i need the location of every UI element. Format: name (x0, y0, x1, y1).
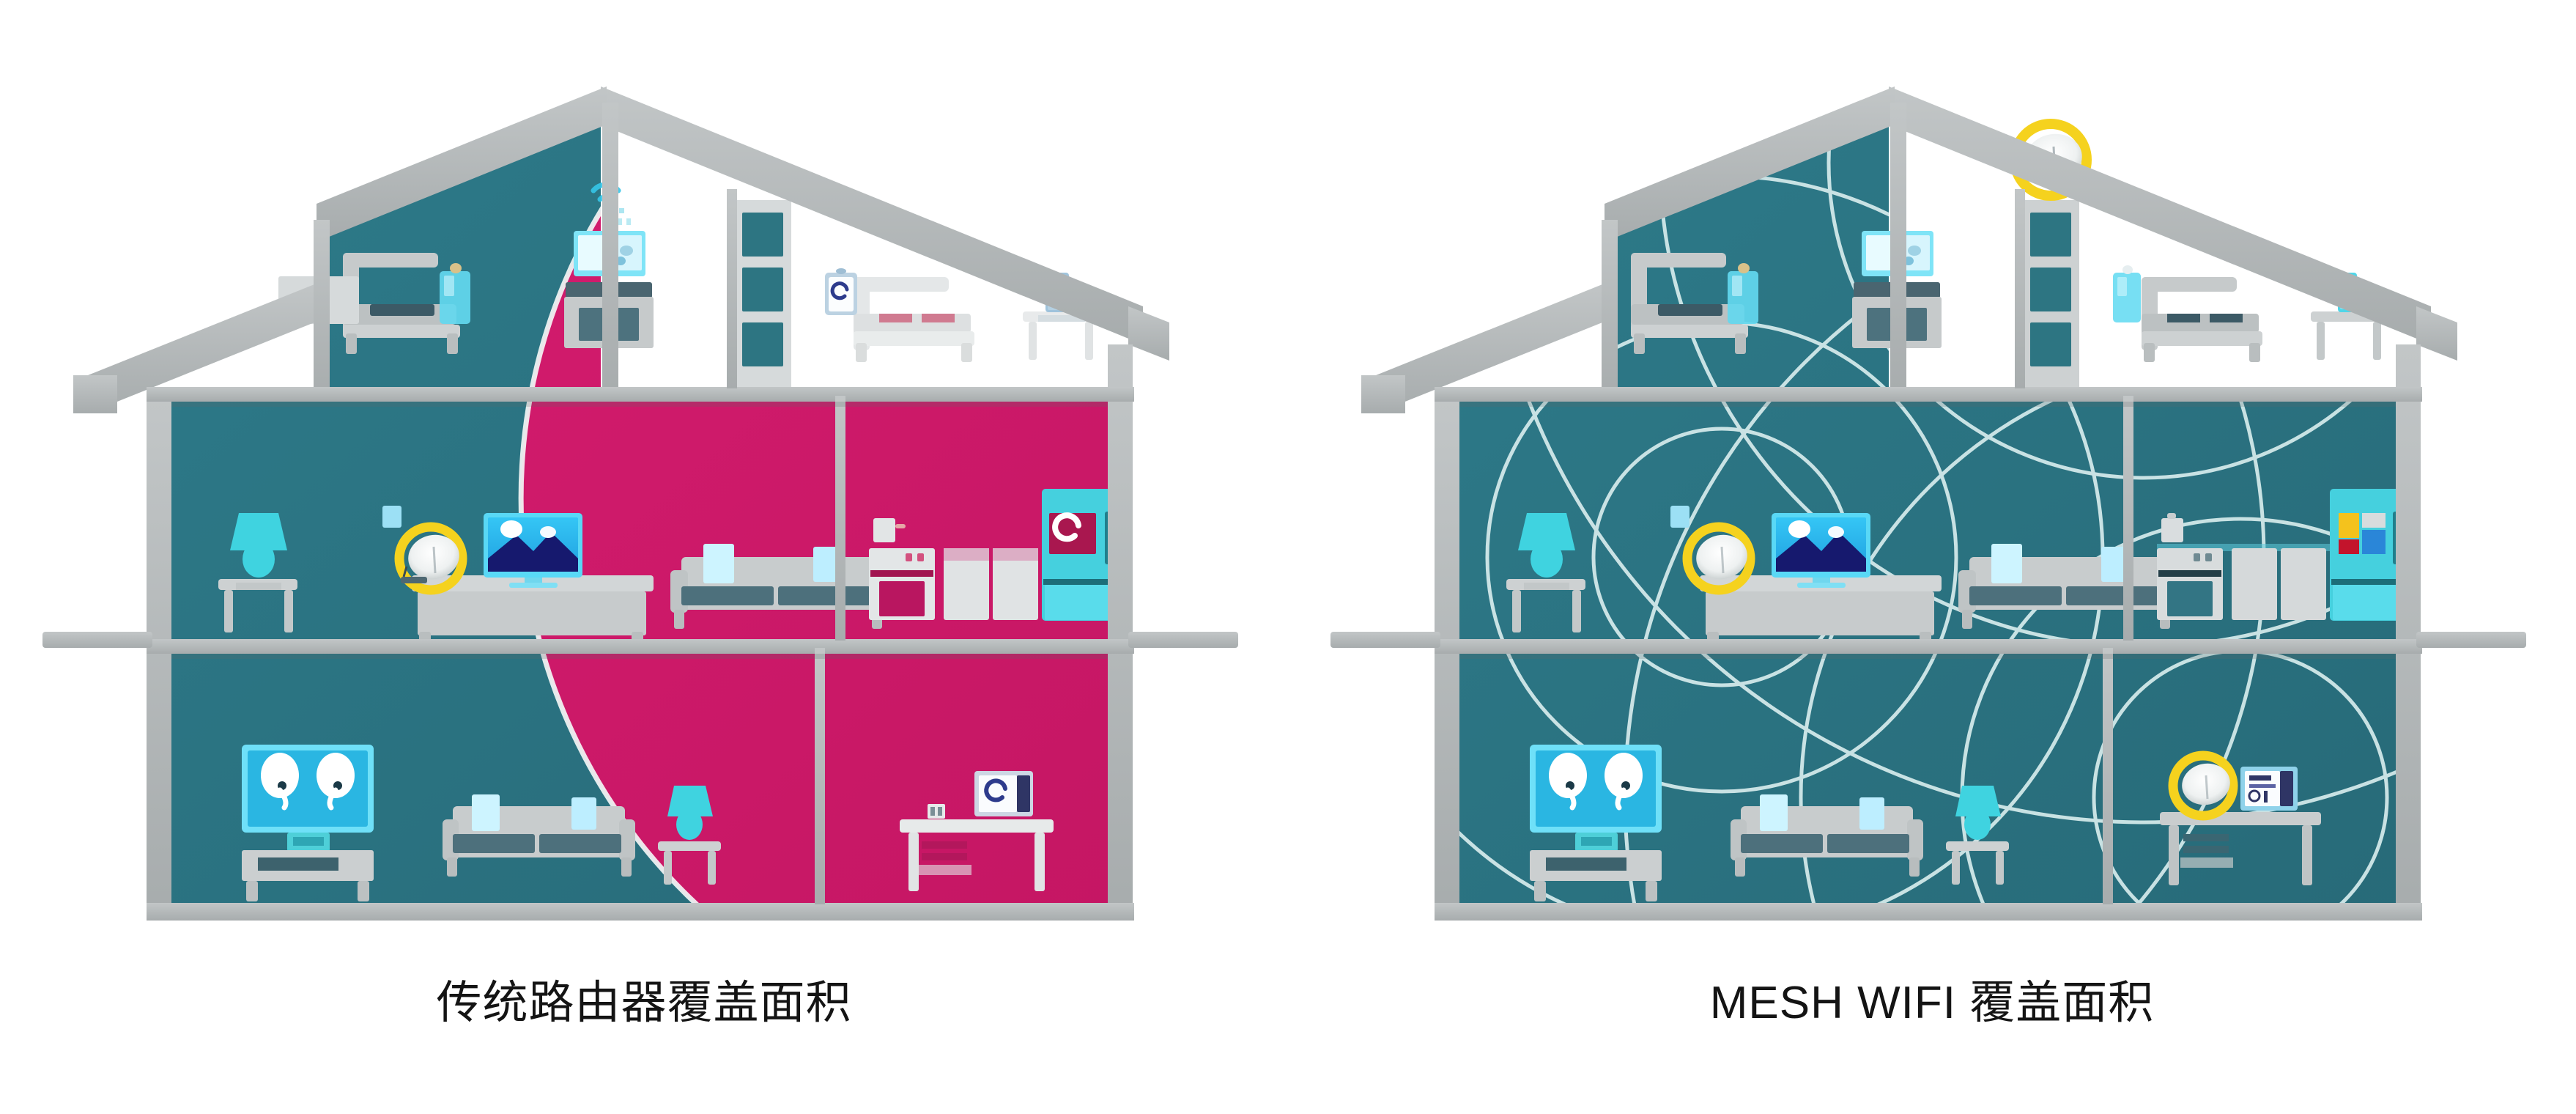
sofa (1731, 794, 1923, 877)
panel-traditional-router: 传统路由器覆盖面积 (42, 86, 1238, 1028)
tv-living (484, 513, 582, 588)
caption-mesh: MESH WIFI 覆盖面积 (1709, 978, 2155, 1028)
living-room (218, 506, 887, 651)
living-room (1506, 506, 2175, 651)
panel-mesh-wifi: MESH WIFI 覆盖面积 (1288, 0, 2576, 1114)
media-console (242, 850, 374, 901)
basement-right-room (2160, 750, 2321, 885)
kitchen-cabinet (2232, 548, 2277, 620)
media-console (1530, 850, 1662, 901)
house-shell (42, 86, 1238, 921)
bed (1631, 253, 1748, 354)
kitchen-cabinet (993, 548, 1038, 620)
sofa (443, 794, 635, 877)
basement-left-room (242, 745, 721, 901)
house-traditional (42, 86, 1238, 921)
shadow-lines (171, 402, 1108, 659)
game-tv (242, 745, 374, 852)
side-table-with-lamp (218, 513, 297, 632)
kitchen-cabinet (944, 548, 989, 620)
monitor-loading[interactable] (974, 771, 1033, 816)
side-table-with-lamp (658, 786, 721, 885)
caption-traditional: 传统路由器覆盖面积 (436, 978, 852, 1028)
game-tv (1530, 745, 1662, 852)
oven (2157, 548, 2223, 620)
nightstand-lamp (440, 263, 470, 324)
oven (869, 548, 935, 620)
coffee-machine (2161, 513, 2183, 542)
monitor-active[interactable] (2240, 767, 2298, 811)
shadow-lines (1459, 402, 2396, 659)
mesh-node-office[interactable] (2168, 750, 2238, 821)
speaker (928, 804, 945, 819)
mesh-node-living[interactable] (1682, 522, 1755, 595)
tablet-loading[interactable] (825, 268, 857, 315)
basement-left-room (1530, 745, 2009, 901)
cushion-device (813, 547, 841, 582)
side-table-with-lamp (1946, 786, 2009, 885)
nightstand-lamp (1728, 263, 1758, 324)
shelf-unit (2022, 200, 2079, 396)
kitchen-cabinet (2281, 548, 2326, 620)
router-highlight[interactable] (394, 522, 467, 595)
cabinet-top (944, 548, 989, 561)
wall-thermostat-icon[interactable] (1670, 506, 1689, 528)
house-shell (1330, 86, 2526, 921)
basement-right-room (900, 771, 1054, 891)
bedside-lamp (2113, 265, 2141, 322)
house-mesh (1330, 86, 2526, 921)
cushion-device (703, 544, 734, 583)
coffee-machine (873, 518, 906, 542)
bed (854, 277, 974, 362)
sofa (670, 544, 887, 629)
tv-living (1772, 513, 1870, 588)
bed (2142, 277, 2262, 362)
desk (900, 819, 1054, 891)
wall-thermostat-icon[interactable] (382, 506, 401, 528)
side-table-with-lamp (1506, 513, 1585, 632)
shelf-unit (734, 200, 791, 396)
cabinet-top (993, 548, 1038, 561)
